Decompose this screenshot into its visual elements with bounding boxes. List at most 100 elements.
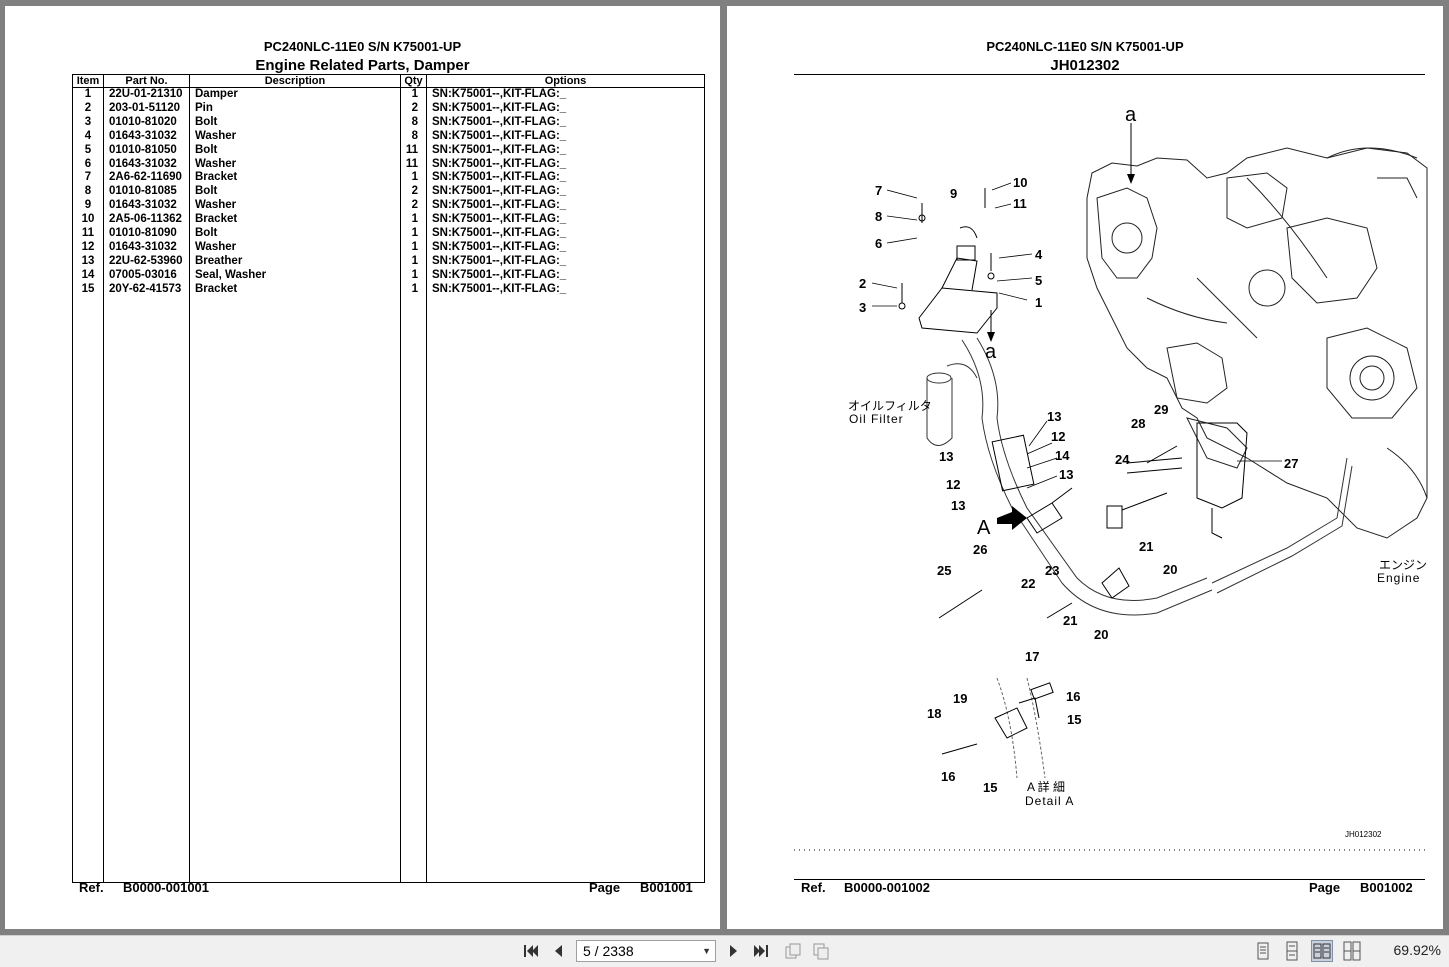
cell-part-no: 01010-81090 xyxy=(103,227,190,241)
cell-options: SN:K75001--,KIT-FLAG:_ xyxy=(426,227,705,241)
callout-10: 10 xyxy=(1013,175,1027,190)
callout-15b: 15 xyxy=(983,780,997,795)
zoom-level[interactable]: 69.92% xyxy=(1393,942,1441,958)
cell-part-no: 01010-81020 xyxy=(103,115,190,130)
callout-7: 7 xyxy=(875,183,882,198)
rotate-icon[interactable] xyxy=(782,940,804,962)
cell-item: 3 xyxy=(72,115,104,130)
cell-description: Bracket xyxy=(189,171,401,186)
cell-qty: 2 xyxy=(400,185,427,200)
previous-page-icon[interactable] xyxy=(548,940,568,962)
left-page: PC240NLC-11E0 S/N K75001-UP Engine Relat… xyxy=(5,6,720,929)
cell-description: Breather xyxy=(189,254,401,269)
empty-cell xyxy=(72,296,104,883)
cell-qty: 1 xyxy=(400,171,427,186)
page-number-input[interactable]: 5 / 2338 ▼ xyxy=(576,940,716,962)
cell-options: SN:K75001--,KIT-FLAG:_ xyxy=(426,185,705,200)
cell-options: SN:K75001--,KIT-FLAG:_ xyxy=(426,171,705,186)
cell-part-no: 203-01-51120 xyxy=(103,101,190,116)
engine-label-en: Engine xyxy=(1377,571,1420,585)
column-header-description: Description xyxy=(189,74,401,88)
cell-qty: 1 xyxy=(400,213,427,228)
cell-item: 13 xyxy=(72,254,104,269)
right-ref-label: Ref. xyxy=(801,880,826,895)
cell-description: Bolt xyxy=(189,227,401,241)
left-page-title: Engine Related Parts, Damper xyxy=(255,57,470,74)
cell-qty: 1 xyxy=(400,268,427,283)
column-header-item: Item xyxy=(72,74,104,88)
column-header-options: Options xyxy=(426,74,705,88)
detail-a-arrow-label: A xyxy=(977,517,991,539)
left-ref-label: Ref. xyxy=(79,880,104,895)
first-page-icon[interactable] xyxy=(520,940,542,962)
clamp-assembly xyxy=(938,434,1130,619)
callout-15a: 15 xyxy=(1067,712,1081,727)
oil-filter-label-jp: オイルフィルタ xyxy=(848,399,932,413)
cell-item: 1 xyxy=(72,87,104,102)
cell-options: SN:K75001--,KIT-FLAG:_ xyxy=(426,101,705,116)
empty-cell xyxy=(103,296,190,883)
detail-a-label-en: Detail A xyxy=(1025,794,1074,808)
cell-options: SN:K75001--,KIT-FLAG:_ xyxy=(426,129,705,144)
leader-lines xyxy=(871,182,1282,489)
cell-part-no: 20Y-62-41573 xyxy=(103,282,190,297)
callout-11: 11 xyxy=(1013,196,1027,211)
callout-19: 19 xyxy=(953,691,967,706)
cell-item: 12 xyxy=(72,240,104,255)
callout-9: 9 xyxy=(950,186,957,201)
last-page-icon[interactable] xyxy=(750,940,772,962)
cell-qty: 1 xyxy=(400,254,427,269)
two-page-view-icon[interactable] xyxy=(1311,940,1333,962)
cell-part-no: 22U-01-21310 xyxy=(103,87,190,102)
cell-qty: 8 xyxy=(400,129,427,144)
page-number-value: 5 / 2338 xyxy=(583,943,634,959)
cell-description: Bolt xyxy=(189,143,401,158)
callout-14: 14 xyxy=(1055,448,1070,463)
callout-20a: 20 xyxy=(1163,562,1177,577)
callout-21a: 21 xyxy=(1139,539,1153,554)
cell-description: Pin xyxy=(189,101,401,116)
single-page-view-icon[interactable] xyxy=(1253,941,1273,961)
cell-part-no: 07005-03016 xyxy=(103,268,190,283)
cell-qty: 2 xyxy=(400,101,427,116)
next-page-icon[interactable] xyxy=(724,940,744,962)
cell-options: SN:K75001--,KIT-FLAG:_ xyxy=(426,254,705,269)
cell-qty: 1 xyxy=(400,87,427,102)
cell-item: 9 xyxy=(72,199,104,214)
fit-icon[interactable] xyxy=(810,940,832,962)
viewer-toolbar: 5 / 2338 ▼ 69.92% xyxy=(0,935,1449,967)
cell-qty: 11 xyxy=(400,143,427,158)
two-page-continuous-view-icon[interactable] xyxy=(1342,941,1362,961)
cell-item: 2 xyxy=(72,101,104,116)
column-header-qty: Qty xyxy=(400,74,427,88)
footer-rule xyxy=(794,879,1425,880)
table-filler-row xyxy=(72,296,705,883)
callout-12b: 12 xyxy=(946,477,960,492)
callout-3: 3 xyxy=(859,300,866,315)
view-a-label-mid: a xyxy=(985,341,997,363)
continuous-view-icon[interactable] xyxy=(1282,941,1302,961)
callout-24: 24 xyxy=(1115,452,1130,467)
cell-description: Seal, Washer xyxy=(189,268,401,283)
callout-2: 2 xyxy=(859,276,866,291)
cell-part-no: 01010-81085 xyxy=(103,185,190,200)
callout-8: 8 xyxy=(875,209,882,224)
callout-23: 23 xyxy=(1045,563,1059,578)
detail-a-drawing xyxy=(941,677,1054,779)
right-page-value: B001002 xyxy=(1360,880,1413,895)
empty-cell xyxy=(400,296,427,883)
right-page: PC240NLC-11E0 S/N K75001-UP JH012302 xyxy=(727,6,1443,929)
callout-16b: 16 xyxy=(941,769,955,784)
cell-options: SN:K75001--,KIT-FLAG:_ xyxy=(426,157,705,172)
callout-16a: 16 xyxy=(1066,689,1080,704)
cell-description: Washer xyxy=(189,157,401,172)
cell-part-no: 2A6-62-11690 xyxy=(103,171,190,186)
cell-qty: 11 xyxy=(400,157,427,172)
cell-qty: 1 xyxy=(400,240,427,255)
engine-drawing xyxy=(1086,147,1428,539)
chevron-down-icon[interactable]: ▼ xyxy=(702,946,711,956)
